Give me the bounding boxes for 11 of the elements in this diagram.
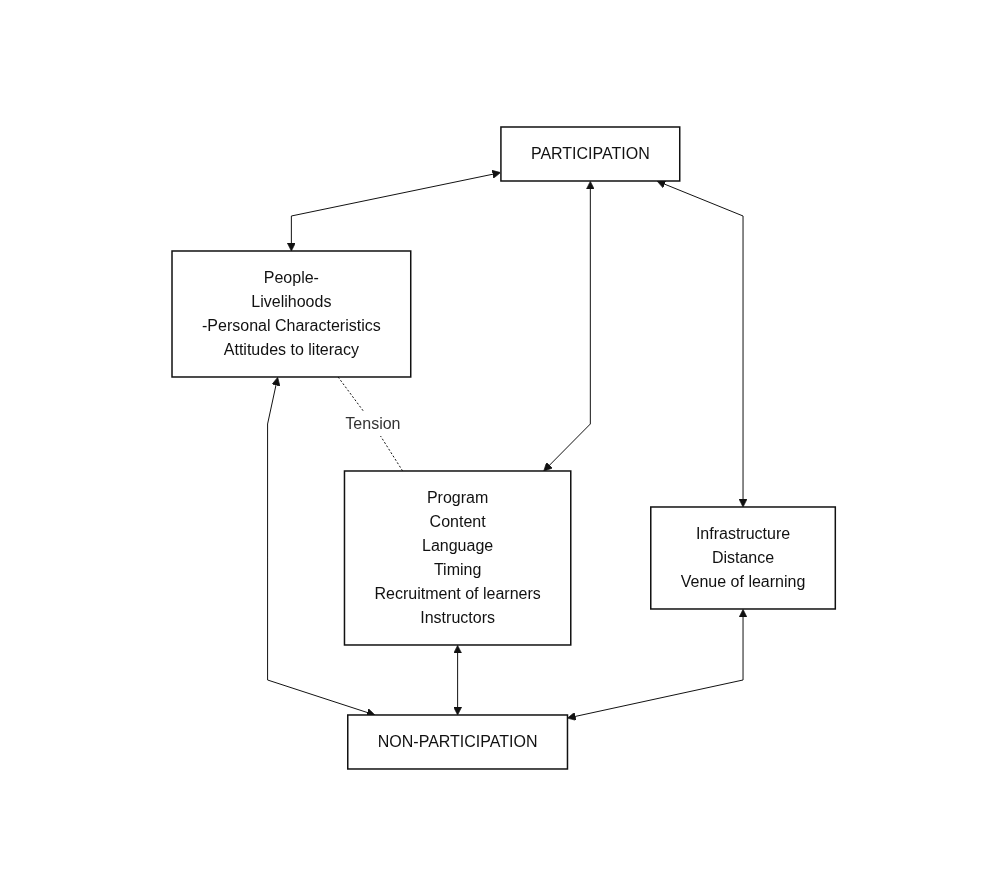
node-box: People- Livelihoods -Personal Characteristics Attitudes to literacy	[171, 250, 412, 378]
arrow	[543, 181, 596, 472]
node-box: NON-PARTICIPATION	[347, 714, 569, 770]
arrow	[657, 180, 748, 508]
arrow	[287, 169, 502, 252]
node-box: Program Content Language Timing Recruitment of learners Instructors	[344, 470, 572, 646]
arrow	[567, 609, 748, 721]
node-box: PARTICIPATION	[500, 126, 681, 182]
node-box: Infrastructure Distance Venue of learning	[650, 506, 837, 610]
edge-label: Tension	[345, 414, 401, 432]
arrow	[453, 645, 463, 716]
